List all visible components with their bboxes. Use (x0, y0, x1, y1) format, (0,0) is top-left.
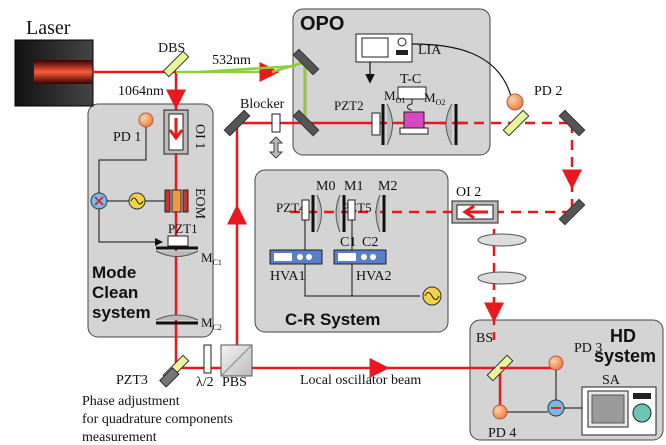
pzt5-label: PZT5 (342, 200, 372, 215)
pzt4-actuator (301, 199, 310, 221)
phase-text-2: for quadrature components (82, 412, 233, 427)
phase-text-1: Phase adjustment (82, 394, 180, 409)
dbs-mirror (162, 50, 190, 78)
m1-label: M1 (344, 179, 363, 194)
pd1-label: PD 1 (113, 130, 141, 145)
wl1064-label: 1064nm (118, 84, 164, 99)
mode-clean-title-1: Mode (92, 263, 136, 282)
blocker (271, 113, 281, 133)
mc1-curvature (155, 250, 199, 257)
oi1-label: OI 1 (192, 124, 207, 149)
mode-clean-title-3: system (92, 303, 151, 322)
mode-clean-title-2: Clean (92, 283, 138, 302)
spectrum-analyzer-icon (581, 386, 657, 436)
sa-label: SA (602, 373, 621, 388)
lia-instrument (355, 33, 413, 63)
eom-label: EOM (192, 188, 207, 220)
mc1-label: MC1 (201, 250, 222, 267)
pzt3-actuator (159, 367, 180, 388)
opo-output-mirror (292, 109, 320, 137)
pzt4-label: PZT4 (276, 200, 306, 215)
hva2-instrument (333, 249, 387, 265)
pzt5-actuator (347, 199, 356, 221)
tc-label: T-C (400, 72, 421, 87)
pbs-label: PBS (222, 375, 247, 390)
phase-text-3: measurement (82, 430, 157, 445)
green-arrowhead (199, 64, 297, 74)
photodiode-icon (506, 93, 524, 111)
mo2-curvature (445, 103, 453, 146)
m2-label: M2 (378, 179, 397, 194)
lens-1 (477, 233, 527, 247)
hva1-instrument (269, 249, 323, 265)
dbs-label: DBS (158, 41, 185, 56)
blocker-arrow-icon (268, 136, 284, 159)
lens-2 (477, 271, 527, 285)
mo1-label: MO1 (384, 88, 405, 105)
halfwave-label: λ/2 (196, 375, 214, 390)
hva1-label: HVA1 (270, 269, 306, 284)
mirrors (162, 48, 586, 382)
hd-title-1: HD (610, 326, 636, 346)
blocker-label: Blocker (240, 97, 285, 112)
pd3-label: PD 3 (574, 341, 602, 356)
wl532-label: 532nm (212, 53, 251, 68)
opo-title: OPO (300, 13, 344, 35)
red-beam-paths (92, 62, 502, 409)
hd-wires (507, 370, 584, 413)
m2-curvature (375, 194, 381, 233)
pzt2-actuator (371, 112, 381, 136)
photodiode-icon (492, 404, 508, 420)
pd2-label: PD 2 (534, 84, 562, 99)
pbs-cube (220, 344, 253, 377)
laser-source (14, 39, 94, 107)
bs-label: BS (476, 331, 493, 346)
m1-curvature (335, 194, 341, 233)
steering-mirror-3 (558, 198, 586, 226)
mode-clean-box (87, 103, 214, 338)
pzt2-label: PZT2 (334, 98, 364, 113)
mo1-curvature (386, 103, 393, 146)
optical-isolator-1 (163, 109, 189, 155)
hva-wires (304, 220, 420, 297)
oi2-label: OI 2 (456, 185, 481, 200)
lia-feedback-line (365, 43, 513, 101)
eom (164, 189, 189, 213)
steering-mirror-2 (558, 109, 586, 137)
optical-isolator-2 (451, 200, 499, 224)
tc-wire (407, 99, 413, 111)
pd2-mirror (502, 109, 530, 137)
lo-beam-label: Local oscillator beam (300, 373, 421, 388)
squeezed-beam-paths (290, 121, 582, 340)
hva2-label: HVA2 (356, 269, 392, 284)
c1-label: C1 (340, 235, 356, 250)
halfwave-plate (203, 344, 212, 374)
m0-curvature (316, 194, 322, 233)
sine-wave (130, 197, 144, 205)
steering-mirror-1 (223, 109, 251, 137)
opo-input-mirror (292, 48, 320, 76)
mc2-curvature (155, 314, 199, 321)
pd1-feedback-line (98, 127, 160, 242)
mo2-label: MO2 (424, 90, 445, 107)
pzt3-label: PZT3 (116, 373, 148, 388)
photodiode-icon (548, 355, 564, 371)
sine-wave-2 (424, 292, 440, 300)
m0-label: M0 (316, 179, 335, 194)
hd-title-2: system (594, 346, 656, 366)
mixer-cross (94, 196, 104, 206)
c2-label: C2 (362, 235, 378, 250)
nonlinear-crystal (403, 111, 425, 131)
laser-label: Laser (26, 17, 71, 39)
cr-system-title: C-R System (285, 310, 380, 329)
pd4-label: PD 4 (488, 426, 516, 441)
lia-label: LIA (418, 43, 442, 58)
pzt1-label: PZT1 (168, 221, 198, 236)
mc2-label: MC2 (201, 315, 222, 332)
pzt1-actuator (167, 235, 189, 247)
crystal-base (399, 127, 429, 135)
photodiode-icon (138, 112, 154, 128)
